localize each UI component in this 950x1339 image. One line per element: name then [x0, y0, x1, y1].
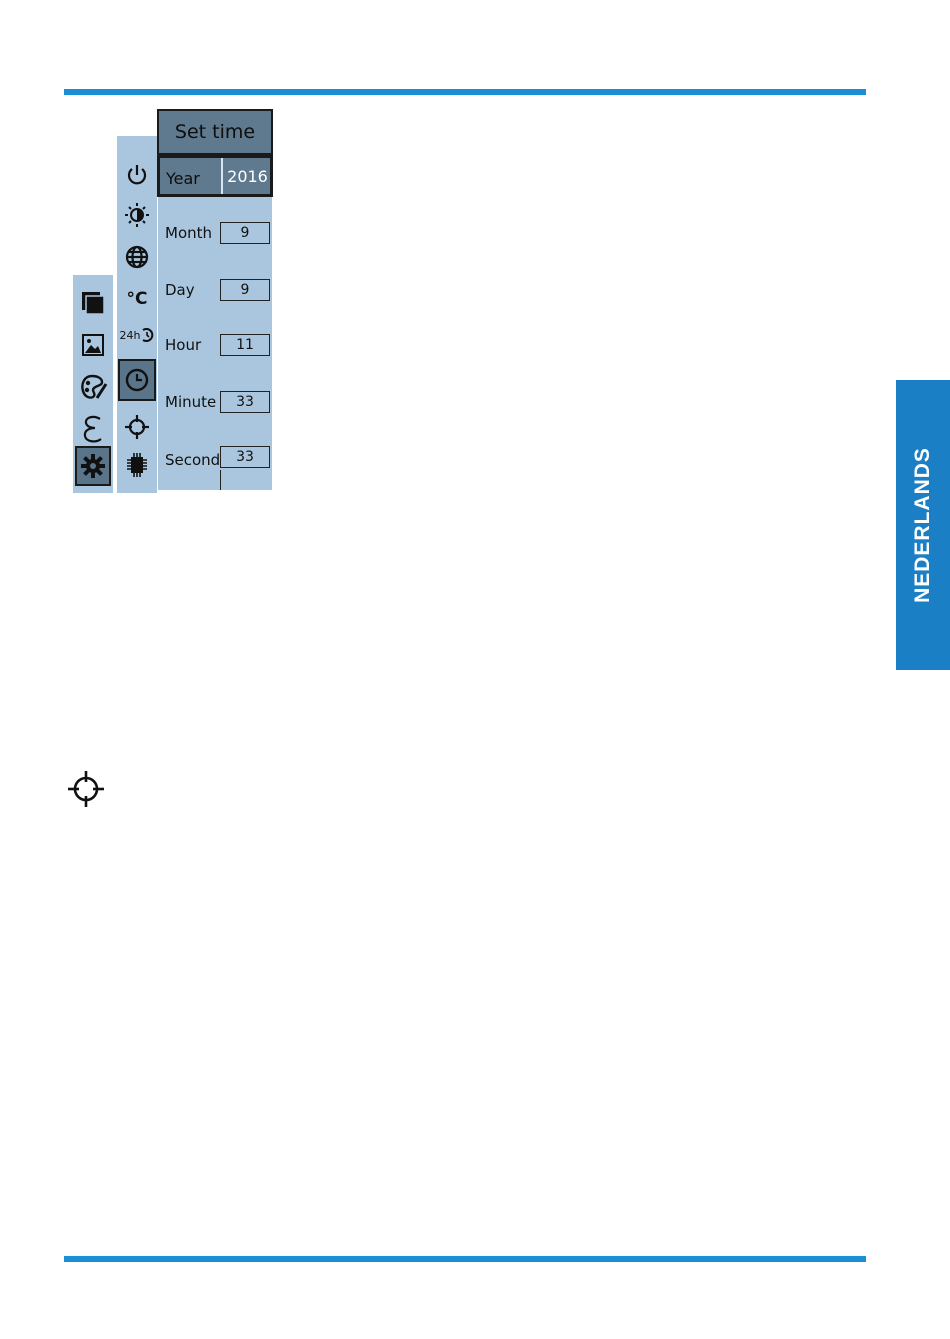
crosshair-icon: [67, 770, 105, 812]
year-label: Year: [166, 169, 200, 188]
brightness-icon[interactable]: [120, 198, 154, 232]
hour-label: Hour: [165, 336, 201, 354]
panel-divider: [220, 470, 221, 490]
crosshair-icon[interactable]: [120, 410, 154, 444]
month-value[interactable]: 9: [220, 222, 270, 244]
clock-format-icon[interactable]: 24h: [118, 318, 156, 352]
image-icon[interactable]: [76, 328, 110, 362]
second-value[interactable]: 33: [220, 446, 270, 468]
minute-label: Minute: [165, 393, 216, 411]
picture-in-picture-icon[interactable]: [76, 286, 110, 320]
temperature-unit-text: °C: [127, 289, 148, 309]
color-palette-icon[interactable]: [76, 370, 110, 404]
clock-icon[interactable]: [118, 359, 156, 401]
top-rule: [64, 89, 866, 95]
eco-icon[interactable]: [76, 412, 110, 446]
day-value[interactable]: 9: [220, 279, 270, 301]
set-time-title: Set time: [157, 109, 273, 155]
clock-format-text: 24h: [120, 329, 141, 342]
hour-value[interactable]: 11: [220, 334, 270, 356]
temperature-icon[interactable]: °C: [120, 282, 154, 316]
language-side-tab: NEDERLANDS: [896, 380, 950, 670]
year-value[interactable]: 2016: [221, 158, 272, 194]
chip-icon[interactable]: [120, 448, 154, 482]
bottom-rule: [64, 1256, 866, 1262]
month-label: Month: [165, 224, 212, 242]
language-globe-icon[interactable]: [120, 240, 154, 274]
second-label: Second: [165, 451, 220, 469]
minute-value[interactable]: 33: [220, 391, 270, 413]
day-label: Day: [165, 281, 195, 299]
settings-gear-icon[interactable]: [75, 446, 111, 486]
power-icon[interactable]: [120, 158, 154, 192]
year-row[interactable]: Year 2016: [157, 155, 273, 197]
language-tab-label: NEDERLANDS: [911, 447, 935, 603]
